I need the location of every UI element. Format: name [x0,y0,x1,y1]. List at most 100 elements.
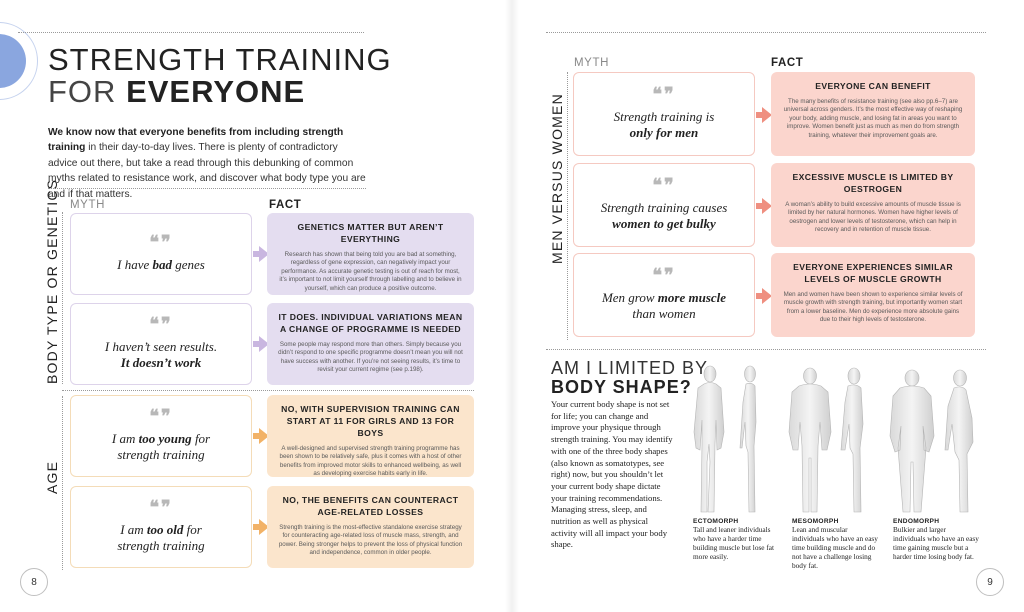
fact-card: EVERYONE CAN BENEFIT The many benefits o… [771,72,975,156]
myth-text-part: I haven’t seen results. [104,339,218,354]
ectomorph-front-figure [693,365,725,513]
fact-card: GENETICS MATTER BUT AREN’T EVERYTHING Re… [267,213,474,295]
myth-text-bold: women to get bulky [612,216,716,231]
section-side-rule [62,396,63,570]
myth-text-bold: more muscle [657,290,727,305]
body-type-name: ENDOMORPH [893,518,940,525]
myth-text-bold: only for men [629,125,699,140]
page-title-line2: FOR EVERYONE [48,74,305,110]
body-type-description: Lean and muscular individuals who have a… [792,525,878,570]
fact-title: GENETICS MATTER BUT AREN’T EVERYTHING [297,222,444,244]
top-rule [546,32,986,33]
section-rule [48,188,366,189]
section-label-men-vs-women: MEN VERSUS WOMEN [549,93,565,264]
body-shape-title-bold: BODY SHAPE? [551,377,692,397]
section-label-age: AGE [44,460,60,494]
myth-text-part: for [183,522,202,537]
myth-text-bold: too young [138,431,192,446]
body-shape-title: AM I LIMITED BY [551,358,709,378]
section-label-body-type: BODY TYPE OR GENETICS [44,178,60,384]
myth-text-bold: bad [152,257,173,272]
quote-mark-icon: ❝❞ [149,314,173,335]
myth-text-part: Men grow [601,290,658,305]
myth-text-part: than women [632,306,696,321]
title-light-part: FOR [48,74,127,109]
myth-text-part: for [191,431,211,446]
mesomorph-side-figure [840,367,864,513]
quote-mark-icon: ❝❞ [652,265,676,286]
myth-text: I haven’t seen results.It doesn’t work [105,339,217,371]
page-title: STRENGTH TRAINING [48,42,392,77]
fact-title: NO, THE BENEFITS CAN COUNTERACT AGE-RELA… [282,495,459,517]
title-bold-part: EVERYONE [126,74,306,109]
intro-rest: in their day-to-day lives. There is plen… [48,142,366,200]
body-type-endomorph: ENDOMORPH Bulkier and larger individuals… [893,518,979,561]
fact-column-header: FACT [771,57,804,69]
fact-body: Research has shown that being told you a… [279,251,462,292]
quote-mark-icon: ❝❞ [652,175,676,196]
fact-card: NO, THE BENEFITS CAN COUNTERACT AGE-RELA… [267,486,474,568]
fact-title: EXCESSIVE MUSCLE IS LIMITED BY OESTROGEN [792,172,954,194]
myth-text-part: Strength training causes [600,200,728,215]
section-side-rule [62,212,63,384]
endomorph-front-figure [889,369,935,513]
fact-body: A woman’s ability to build excessive amo… [785,201,961,234]
fact-body: A well-designed and supervised strength … [279,445,462,478]
section-rule [546,349,986,350]
myth-text-part: genes [172,257,205,272]
body-type-name: ECTOMORPH [693,518,739,525]
fact-title: EVERYONE EXPERIENCES SIMILAR LEVELS OF M… [793,262,953,284]
fact-body: The many benefits of resistance training… [783,98,963,139]
myth-card: ❝❞ I have bad genes [70,213,252,295]
fact-column-header: FACT [269,199,302,211]
myth-column-header: MYTH [574,57,609,69]
body-type-description: Tall and leaner individuals who have a h… [693,525,775,561]
fact-title: NO, WITH SUPERVISION TRAINING CAN START … [281,404,460,438]
quote-mark-icon: ❝❞ [149,232,173,253]
fact-title: IT DOES. INDIVIDUAL VARIATIONS MEAN A CH… [278,312,463,334]
myth-text: I have bad genes [117,257,205,273]
fact-card: EVERYONE EXPERIENCES SIMILAR LEVELS OF M… [771,253,975,337]
myth-text-part: strength training [117,538,205,553]
fact-body: Some people may respond more than others… [278,341,463,374]
myth-text-part: I am [120,522,147,537]
endomorph-side-figure [944,369,974,513]
body-type-ectomorph: ECTOMORPH Tall and leaner individuals wh… [693,518,779,561]
top-rule [18,32,364,33]
intro-bold: We know now that everyone benefits from … [48,127,344,154]
book-spine [505,0,519,612]
body-type-mesomorph: MESOMORPH Lean and muscular individuals … [792,518,878,570]
quote-mark-icon: ❝❞ [149,406,173,427]
ectomorph-side-figure [739,365,757,513]
myth-card: ❝❞ I haven’t seen results.It doesn’t wor… [70,303,252,385]
myth-column-header: MYTH [70,199,105,211]
fact-title: EVERYONE CAN BENEFIT [815,81,931,91]
section-side-rule [567,72,568,340]
fact-body: Strength training is the most-effective … [278,524,463,557]
section-rule [62,390,474,391]
page-number: 9 [976,568,1004,596]
body-shapes-illustration [693,365,974,513]
fact-card: NO, WITH SUPERVISION TRAINING CAN START … [267,395,474,477]
body-type-description: Bulkier and larger individuals who have … [893,525,979,561]
fact-card: IT DOES. INDIVIDUAL VARIATIONS MEAN A CH… [267,303,474,385]
page-number: 8 [20,568,48,596]
body-shape-text: Your current body shape is not set for l… [551,399,673,550]
myth-text-part: Strength training is [613,109,715,124]
myth-text-bold: too old [146,522,184,537]
fact-card: EXCESSIVE MUSCLE IS LIMITED BY OESTROGEN… [771,163,975,247]
body-type-name: MESOMORPH [792,518,839,525]
myth-text-part: strength training [117,447,205,462]
fact-body: Men and women have been shown to experie… [783,291,963,324]
myth-text-bold: It doesn’t work [120,355,202,370]
mesomorph-front-figure [788,367,832,513]
myth-text-part: I am [111,431,139,446]
